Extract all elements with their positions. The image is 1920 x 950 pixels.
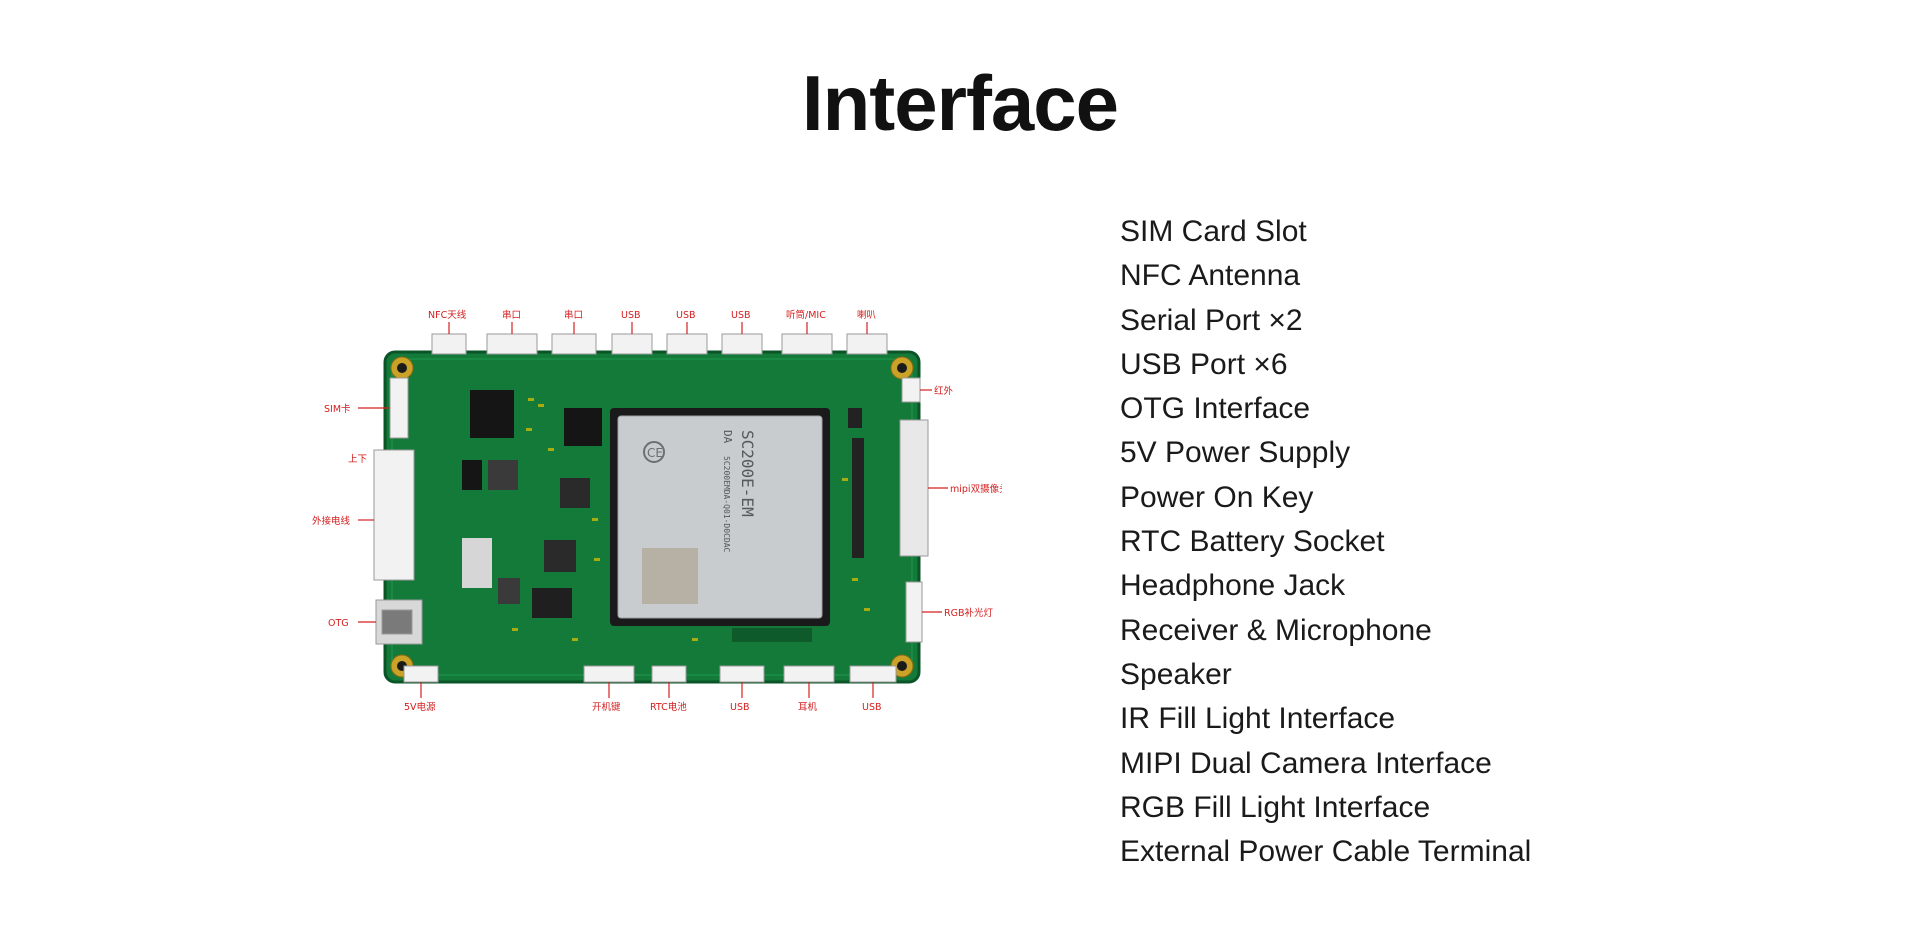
label-power-key: 开机键 bbox=[592, 701, 621, 713]
label-updown: 上下 bbox=[348, 454, 367, 465]
board-image: CE SC200E-EM DA 5C200EMDA-Q01-D0CDAC bbox=[312, 308, 1002, 716]
module-text-part: 5C200EMDA-Q01-D0CDAC bbox=[722, 456, 731, 553]
list-item: Serial Port ×2 bbox=[1120, 303, 1303, 337]
label-rtc: RTC电池 bbox=[650, 701, 687, 713]
label-nfc: NFC天线 bbox=[428, 309, 467, 321]
label-ir: 红外 bbox=[934, 385, 954, 397]
list-item: External Power Cable Terminal bbox=[1120, 835, 1532, 869]
list-item: SIM Card Slot bbox=[1120, 215, 1307, 248]
label-arrows bbox=[358, 322, 948, 698]
top-connectors bbox=[431, 333, 888, 355]
right-connectors bbox=[899, 377, 929, 643]
list-item: USB Port ×6 bbox=[1120, 347, 1288, 381]
list-item: 5V Power Supply bbox=[1120, 436, 1351, 470]
module-label: CE SC200E-EM DA 5C200EMDA-Q01-D0CDAC bbox=[647, 430, 757, 553]
components bbox=[462, 390, 864, 642]
label-mipi: mipi双摄像头 bbox=[950, 483, 1002, 495]
list-item: MIPI Dual Camera Interface bbox=[1120, 746, 1492, 780]
list-item: OTG Interface bbox=[1120, 392, 1311, 426]
list-item: NFC Antenna bbox=[1120, 259, 1301, 293]
list-item: Speaker bbox=[1120, 657, 1232, 691]
list-item: Power On Key bbox=[1120, 480, 1314, 514]
label-serial-2: 串口 bbox=[564, 310, 583, 321]
passives bbox=[512, 398, 870, 641]
label-otg: OTG bbox=[328, 618, 349, 629]
interface-list: SIM Card Slot NFC Antenna Serial Port ×2… bbox=[1120, 210, 1531, 874]
label-serial-1: 串口 bbox=[502, 310, 521, 321]
list-item: Headphone Jack bbox=[1120, 569, 1346, 603]
label-rgb: RGB补光灯 bbox=[944, 607, 993, 619]
module-text-model: SC200E-EM bbox=[738, 430, 757, 517]
list-item: RGB Fill Light Interface bbox=[1120, 790, 1431, 824]
label-speaker: 喇叭 bbox=[857, 309, 877, 321]
bottom-connectors bbox=[403, 665, 897, 683]
label-usb-4: USB bbox=[730, 702, 750, 713]
board-labels: NFC天线 串口 串口 USB USB USB 听筒/MIC 喇叭 SIM卡 上… bbox=[312, 309, 1002, 713]
label-sim: SIM卡 bbox=[324, 403, 351, 415]
label-5v: 5V电源 bbox=[404, 701, 436, 713]
list-item: RTC Battery Socket bbox=[1120, 525, 1385, 559]
label-usb-3: USB bbox=[731, 310, 751, 321]
label-headphone: 耳机 bbox=[798, 701, 818, 713]
list-item: IR Fill Light Interface bbox=[1120, 702, 1396, 736]
module-text-ce: CE bbox=[647, 446, 663, 460]
label-usb-2: USB bbox=[676, 310, 696, 321]
label-receiver-mic: 听筒/MIC bbox=[786, 309, 826, 321]
label-ext-power: 外接电线 bbox=[312, 515, 351, 527]
label-usb-1: USB bbox=[621, 310, 641, 321]
label-usb-5: USB bbox=[862, 702, 882, 713]
left-connectors bbox=[373, 377, 423, 645]
list-item: Receiver & Microphone bbox=[1120, 613, 1432, 647]
module-text-da: DA bbox=[721, 430, 734, 444]
page-title: Interface bbox=[801, 59, 1119, 147]
